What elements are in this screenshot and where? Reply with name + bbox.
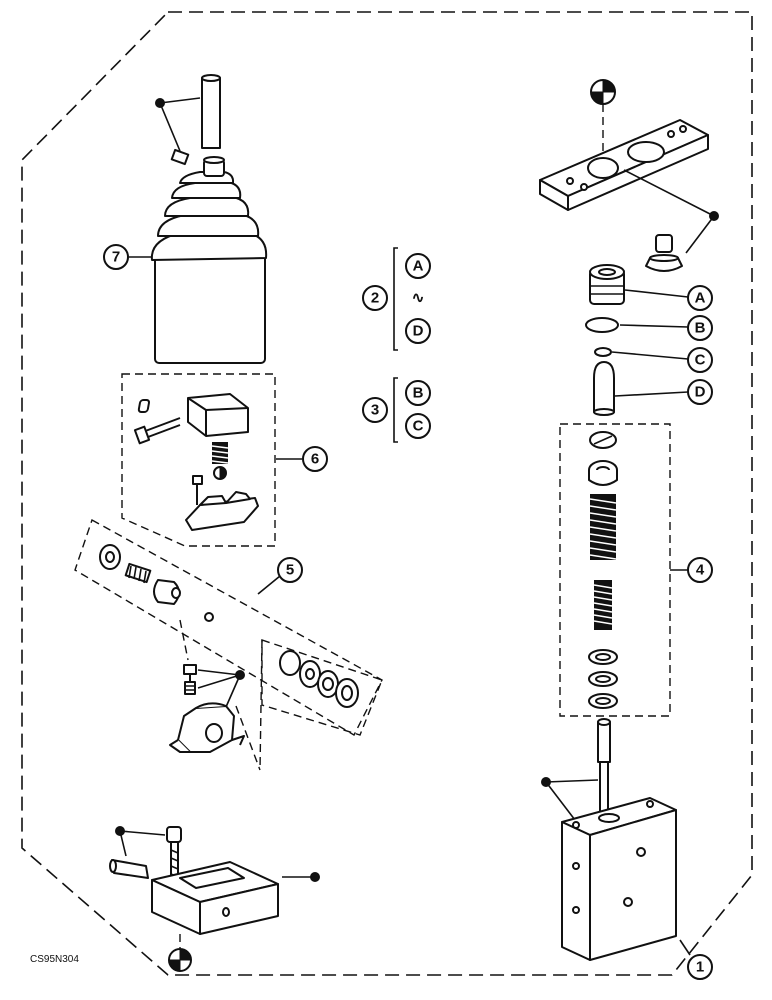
svg-text:A: A bbox=[695, 290, 706, 307]
callout-d: D bbox=[687, 379, 713, 405]
kit-dashed-line bbox=[259, 639, 263, 771]
svg-text:7: 7 bbox=[112, 249, 120, 266]
callout-6: 6 bbox=[302, 446, 328, 472]
leader-line bbox=[685, 215, 715, 254]
legend-3-first: B bbox=[405, 380, 431, 406]
part-a-fitting bbox=[589, 264, 625, 305]
leader-line bbox=[545, 779, 599, 783]
svg-text:D: D bbox=[695, 384, 706, 401]
detent-plate bbox=[185, 491, 259, 531]
spring-kit-boundary bbox=[559, 423, 671, 717]
svg-text:B: B bbox=[695, 320, 706, 337]
callout-5: 5 bbox=[277, 557, 303, 583]
leader-line bbox=[159, 102, 181, 152]
leader-line bbox=[197, 669, 241, 676]
part-c-ring bbox=[594, 347, 612, 357]
pivot-screws bbox=[183, 664, 197, 695]
linkage-kit-boundary bbox=[74, 518, 383, 736]
callout-1: 1 bbox=[687, 954, 713, 980]
svg-text:5: 5 bbox=[286, 562, 294, 579]
leader-line bbox=[614, 391, 689, 397]
small-screw bbox=[192, 475, 203, 505]
valve-body bbox=[561, 797, 677, 961]
grease-symbol bbox=[168, 948, 192, 972]
svg-text:4: 4 bbox=[696, 562, 705, 579]
leader-line bbox=[679, 939, 691, 956]
grease-symbol bbox=[590, 79, 616, 105]
leader-line bbox=[624, 289, 689, 298]
handle-tube bbox=[201, 74, 221, 149]
cap-screw bbox=[133, 417, 181, 445]
leader-line bbox=[197, 674, 241, 689]
kit-washer bbox=[99, 544, 121, 570]
plunger-cap bbox=[645, 234, 683, 272]
dowel-pin bbox=[109, 859, 149, 879]
svg-text:3: 3 bbox=[371, 402, 379, 419]
spring-kit-parts bbox=[588, 431, 618, 709]
callout-b: B bbox=[687, 315, 713, 341]
callout-a: A bbox=[687, 285, 713, 311]
leader-line bbox=[119, 830, 127, 857]
legend-group-2 bbox=[393, 247, 398, 351]
leader-line bbox=[623, 169, 715, 217]
kit-dashed-line bbox=[235, 705, 261, 771]
kit-dashed-line bbox=[179, 619, 189, 661]
svg-text:C: C bbox=[695, 352, 706, 369]
part-b-o-ring bbox=[585, 317, 619, 333]
part-d-plunger bbox=[593, 361, 615, 416]
kit-subset-boundary bbox=[261, 639, 383, 736]
svg-text:C: C bbox=[413, 418, 424, 435]
callout-4: 4 bbox=[687, 557, 713, 583]
figure-code: CS95N304 bbox=[30, 954, 79, 965]
legend-2-first: A bbox=[405, 253, 431, 279]
kit-o-ring-set bbox=[279, 650, 359, 708]
kit-ball bbox=[204, 612, 214, 622]
svg-text:A: A bbox=[413, 258, 424, 275]
leader-line bbox=[159, 97, 201, 104]
leader-line bbox=[611, 351, 689, 360]
kit-plunger bbox=[153, 579, 181, 605]
callout-7: 7 bbox=[103, 244, 129, 270]
svg-text:6: 6 bbox=[311, 451, 319, 468]
top-plate bbox=[539, 119, 709, 211]
leader-line bbox=[257, 575, 281, 595]
set-screw bbox=[170, 148, 190, 166]
detent-ball bbox=[213, 466, 227, 480]
detent-kit-boundary bbox=[121, 373, 276, 547]
mounting-plate bbox=[151, 861, 279, 935]
legend-2-label: 2 bbox=[362, 285, 388, 311]
legend-3-label: 3 bbox=[362, 397, 388, 423]
legend-group-3 bbox=[393, 377, 398, 443]
pivot-bracket bbox=[169, 702, 245, 753]
svg-text:B: B bbox=[413, 385, 424, 402]
svg-text:D: D bbox=[413, 323, 424, 340]
callout-c: C bbox=[687, 347, 713, 373]
leader-line bbox=[545, 781, 576, 821]
leader-line bbox=[225, 674, 241, 708]
legend-2-last: D bbox=[405, 318, 431, 344]
detent-block bbox=[137, 393, 249, 437]
assembly-boundary bbox=[21, 11, 753, 976]
legend-3-last: C bbox=[405, 413, 431, 439]
kit-spring bbox=[124, 562, 152, 584]
leader-line bbox=[119, 830, 166, 836]
detent-spring bbox=[211, 442, 229, 464]
svg-text:2: 2 bbox=[371, 290, 379, 307]
leader-line bbox=[619, 324, 689, 328]
rubber-boot bbox=[150, 156, 268, 364]
legend-2-separator: ∿ bbox=[412, 290, 425, 307]
svg-text:1: 1 bbox=[696, 959, 704, 976]
